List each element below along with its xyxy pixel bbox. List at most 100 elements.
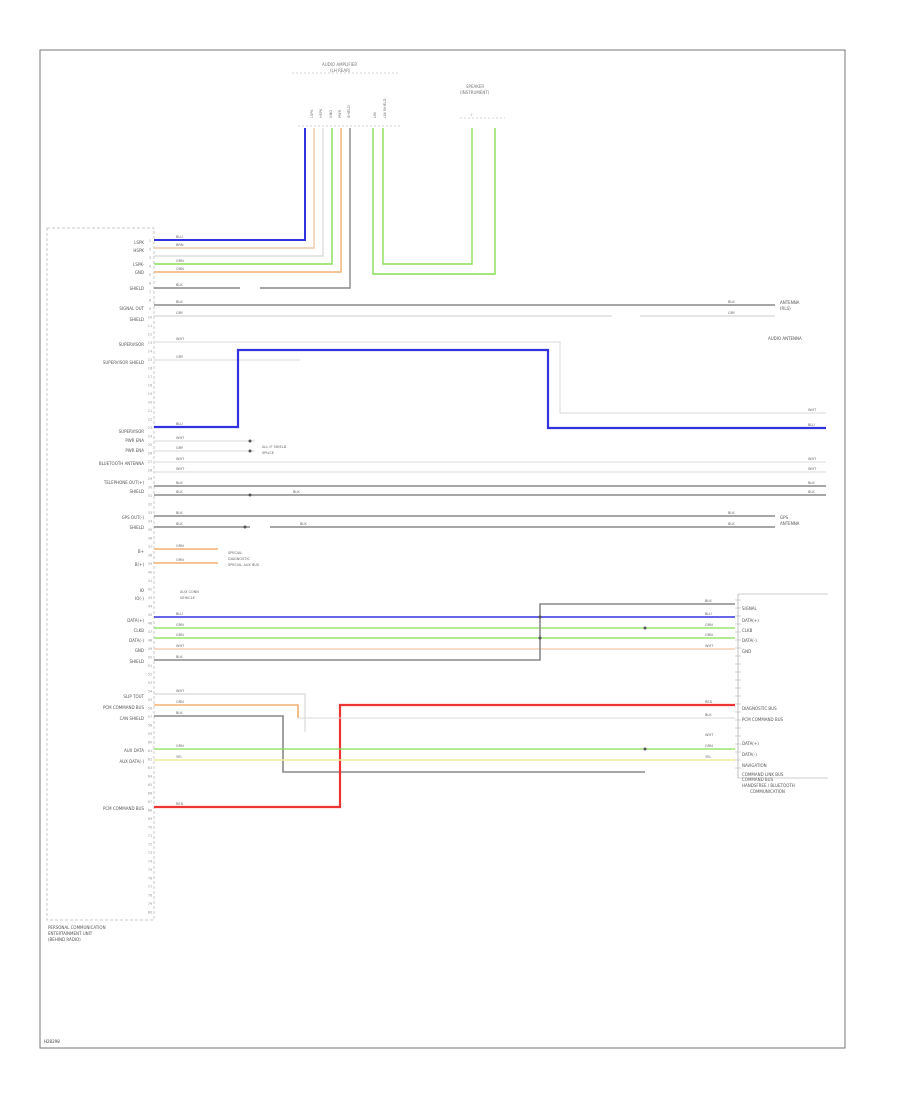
left-label: LSPK bbox=[134, 240, 144, 245]
wire-light-supervisor bbox=[154, 341, 561, 413]
wire-color-label: BLU bbox=[808, 423, 815, 427]
left-label: PWR ENA bbox=[125, 448, 144, 453]
pin-number: 66 bbox=[148, 792, 152, 796]
pin-number: 51 bbox=[148, 664, 152, 668]
wire-color-label: BLU bbox=[176, 235, 183, 239]
wire-color-label: YEL bbox=[705, 755, 711, 759]
left-label: DATA(-) bbox=[129, 638, 144, 643]
left-label: GND bbox=[135, 648, 144, 653]
wire-light-slip-tout bbox=[154, 693, 306, 732]
pin-number: 2 bbox=[149, 248, 151, 252]
wire-color-label: BLK bbox=[705, 599, 712, 603]
pin-number: 57 bbox=[148, 715, 152, 719]
wire-color-label: BRN bbox=[176, 243, 184, 247]
amp-pin-hspk: HSPK bbox=[319, 108, 323, 118]
left-label: DATA(+) bbox=[127, 618, 144, 623]
pin-number: 7 bbox=[149, 290, 151, 294]
pin-number: 39 bbox=[148, 562, 152, 566]
pin-number: 21 bbox=[148, 409, 152, 413]
left-label: CLKB bbox=[134, 628, 145, 633]
pin-number: 75 bbox=[148, 868, 152, 872]
pin-number: 60 bbox=[148, 741, 152, 745]
pin-number: 9 bbox=[149, 307, 151, 311]
left-label: SUPERVISOR bbox=[119, 342, 145, 347]
pin-number: 34 bbox=[148, 520, 153, 524]
pin-number: 46 bbox=[148, 622, 152, 626]
splice-dot-0 bbox=[248, 439, 252, 443]
wire-color-label: BLU bbox=[705, 612, 712, 616]
pin-number: 20 bbox=[148, 401, 152, 405]
main-module-outline bbox=[46, 227, 155, 921]
wire-gray-shield-bus bbox=[154, 603, 735, 661]
pin-number: 23 bbox=[148, 426, 152, 430]
amp-pin-lspk: LSPK bbox=[310, 109, 314, 118]
pin-number: 26 bbox=[148, 452, 152, 456]
wire-color-label: GRN bbox=[705, 633, 713, 637]
wire-color-label: YEL bbox=[176, 755, 182, 759]
speaker-title-2: (INSTRUMENT) bbox=[460, 90, 490, 95]
pin-number: 76 bbox=[148, 877, 152, 881]
wire-color-label: BLU bbox=[176, 612, 183, 616]
wire-blue-supervisor bbox=[154, 348, 826, 430]
wire-color-label: BLU bbox=[176, 422, 183, 426]
pin-number: 52 bbox=[148, 673, 152, 677]
wire-gray-can-shield bbox=[154, 715, 645, 773]
right-label: AUDIO ANTENNA bbox=[768, 336, 802, 341]
pin-number: 10 bbox=[148, 316, 152, 320]
pin-number: 58 bbox=[148, 724, 152, 728]
left-label: LSPK- bbox=[133, 262, 144, 267]
annotation-splice: SPLICE bbox=[262, 451, 274, 455]
left-label: BLUETOOTH ANTENNA bbox=[99, 461, 144, 466]
pin-number: 15 bbox=[148, 358, 152, 362]
pin-number: 6 bbox=[149, 282, 151, 286]
wire-color-label: WHT bbox=[705, 733, 714, 737]
amp-pin-lin-shield: LIN SHIELD bbox=[383, 98, 387, 118]
page-frame bbox=[39, 49, 846, 1049]
left-label: IO bbox=[140, 588, 144, 593]
wire-color-label: GRN bbox=[176, 633, 184, 637]
pin-number: 24 bbox=[148, 435, 153, 439]
pin-number: 5 bbox=[149, 273, 151, 277]
wire-color-label: BLK bbox=[300, 522, 307, 526]
left-label: SHIELD bbox=[129, 317, 144, 322]
amp-pin-lin: LIN bbox=[373, 112, 377, 118]
wire-color-label: GRN bbox=[705, 623, 713, 627]
right-label: ANTENNA bbox=[780, 300, 800, 305]
pin-number: 49 bbox=[148, 647, 152, 651]
right-label: CLKB bbox=[742, 628, 753, 633]
wire-color-label: BLK bbox=[176, 300, 183, 304]
left-label: PWR ENA bbox=[125, 438, 144, 443]
amp-title-1: AUDIO AMPLIFIER bbox=[322, 62, 357, 67]
wire-color-labels-group: BLUBRNGRNORNBLKBLKGRYWHTGRYBLUWHTGRYWHTW… bbox=[176, 235, 817, 806]
left-label: GPS OUT(-) bbox=[122, 515, 145, 520]
wire-color-label: GRY bbox=[728, 311, 736, 315]
wire-color-label: BLK bbox=[728, 522, 735, 526]
pin-number: 8 bbox=[149, 299, 151, 303]
right-label: ANTENNA bbox=[780, 521, 800, 526]
splice-dot-1 bbox=[248, 449, 252, 453]
wire-color-label: BLK bbox=[705, 713, 712, 717]
left-label: SHIELD bbox=[129, 525, 144, 530]
pin-number: 40 bbox=[148, 571, 152, 575]
speaker-connector: SPEAKER (INSTRUMENT) + - bbox=[460, 84, 505, 119]
amp-pin-gnd: GND bbox=[329, 110, 333, 118]
pin-number: 41 bbox=[148, 579, 152, 583]
right-label: NAVIGATION bbox=[742, 763, 767, 768]
pin-number: 30 bbox=[148, 486, 152, 490]
wire-color-label: GRN bbox=[176, 259, 184, 263]
pin-number: 78 bbox=[148, 894, 152, 898]
pin-number: 63 bbox=[148, 766, 152, 770]
splice-dot-6 bbox=[643, 626, 647, 630]
pin-number: 13 bbox=[148, 341, 152, 345]
left-label: B+ bbox=[138, 549, 144, 554]
right-label: DIAGNOSTIC BUS bbox=[742, 706, 777, 711]
page-id: H28298 bbox=[44, 1039, 60, 1044]
right-label: SIGNAL bbox=[742, 606, 758, 611]
pin-number: 62 bbox=[148, 758, 152, 762]
wire-green-lin-shield bbox=[382, 128, 473, 265]
wire-color-label: BLK bbox=[176, 522, 183, 526]
wire-color-label: ORN bbox=[176, 267, 184, 271]
left-label: SUPERVISOR SHIELD bbox=[103, 360, 144, 365]
annotation-diagnostic: DIAGNOSTIC bbox=[228, 557, 251, 561]
splice-dot-7 bbox=[643, 747, 647, 751]
